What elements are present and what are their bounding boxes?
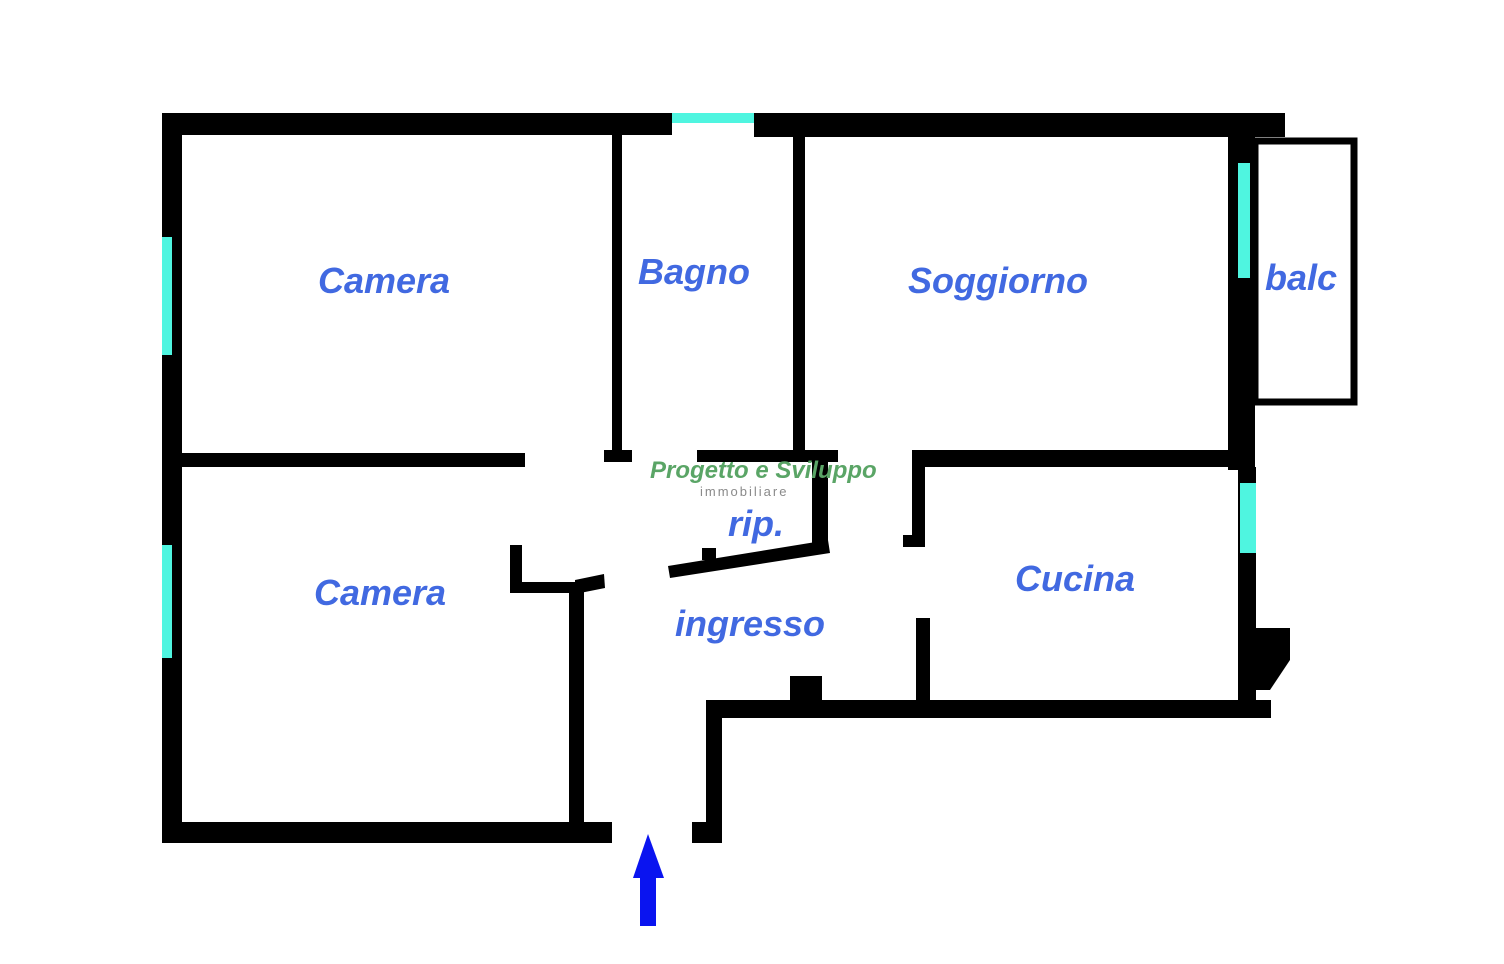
- wall-stub: [692, 822, 722, 843]
- wall-cucina-left: [912, 450, 925, 545]
- wall-bump: [1256, 628, 1290, 690]
- wall-stub: [702, 548, 716, 560]
- watermark: Progetto e Sviluppo immobiliare: [650, 457, 877, 499]
- window-camera-bottom: [162, 545, 172, 658]
- wall-ingresso-right: [706, 700, 722, 843]
- window-soggiorno: [1238, 163, 1250, 278]
- window-camera-top: [162, 237, 172, 355]
- wall-camera2-right: [569, 585, 584, 822]
- room-label-soggiorno: Soggiorno: [908, 260, 1088, 301]
- wall-bagno-right: [793, 135, 805, 462]
- room-label-ingresso: ingresso: [675, 603, 825, 644]
- room-label-ripostiglio: rip.: [728, 503, 784, 544]
- wall-camera-divider: [182, 453, 525, 467]
- room-label-bagno: Bagno: [638, 251, 750, 292]
- wall-cucina-left-lower: [916, 618, 930, 703]
- wall-top-left: [162, 113, 672, 135]
- wall-rip-bottom: [668, 540, 830, 578]
- balcony-outline: [1251, 137, 1358, 406]
- wall-bagno-left: [612, 135, 622, 462]
- room-labels: Camera Bagno Soggiorno balc rip. Camera …: [314, 251, 1337, 644]
- wall-stub: [903, 535, 925, 547]
- room-label-cucina: Cucina: [1015, 558, 1135, 599]
- arrow-up-icon: [633, 834, 664, 926]
- windows: [162, 113, 1256, 658]
- wall-rip-right: [812, 450, 828, 548]
- wall-camera2-top: [510, 545, 522, 593]
- window-cucina: [1240, 483, 1256, 553]
- wall-stub: [604, 450, 632, 462]
- wall-left: [162, 113, 182, 843]
- watermark-title: Progetto e Sviluppo: [650, 457, 877, 484]
- wall-top-right: [754, 113, 1285, 137]
- room-label-balcone: balc: [1265, 257, 1337, 298]
- window-bagno: [672, 113, 754, 123]
- room-label-camera-top: Camera: [318, 260, 450, 301]
- wall-rip-top: [697, 450, 838, 462]
- wall-cucina-top: [912, 450, 1255, 467]
- wall-bottom-right: [706, 700, 1271, 718]
- watermark-subtitle: immobiliare: [700, 484, 788, 499]
- wall-bottom-left: [162, 822, 612, 843]
- room-label-camera-bottom: Camera: [314, 572, 446, 613]
- pillar: [790, 676, 822, 702]
- wall-stub: [510, 582, 580, 593]
